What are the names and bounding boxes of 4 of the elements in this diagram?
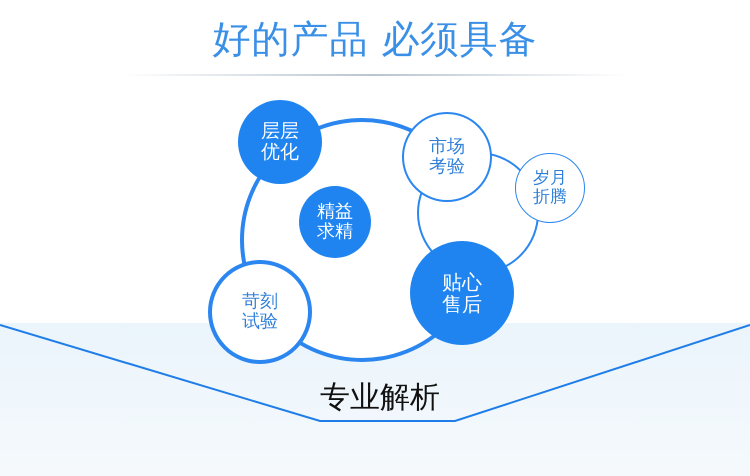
title: 好的产品 必须具备 — [211, 16, 539, 63]
section-heading: 专业解析 — [319, 379, 441, 417]
outlined-circle: 岁月折腾 — [515, 153, 585, 223]
filled-circle: 层层优化 — [238, 100, 322, 184]
